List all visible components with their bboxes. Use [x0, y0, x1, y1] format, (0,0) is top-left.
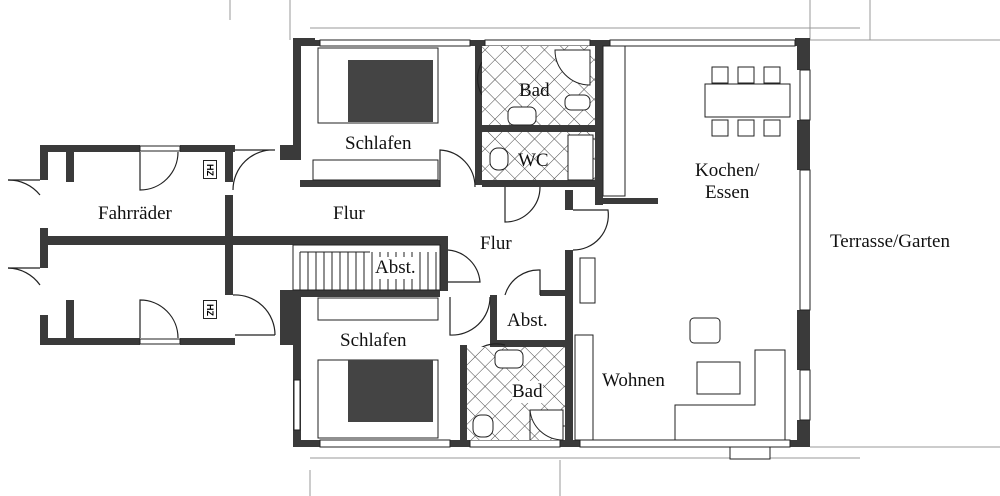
room-label-wohnen: Wohnen [602, 370, 665, 391]
room-label-abst-left: Abst. [375, 257, 416, 279]
fixtures [472, 45, 626, 441]
room-label-essen: Essen [705, 181, 750, 203]
room-label-schlafen-top: Schlafen [345, 133, 412, 154]
room-label-bad-bottom: Bad [512, 381, 543, 403]
room-label-flur-left: Flur [333, 203, 365, 224]
room-label-flur-center: Flur [480, 233, 512, 254]
stairs [292, 244, 441, 291]
windows [139, 39, 811, 460]
room-label-terrasse-garten: Terrasse/Garten [830, 231, 950, 252]
heating-marker-bottom: HZ [203, 300, 217, 319]
room-label-bad-top: Bad [519, 80, 550, 101]
room-label-schlafen-bottom: Schlafen [340, 330, 407, 351]
doors [7, 61, 609, 361]
room-label-kochen: Kochen/ [695, 160, 760, 181]
furniture [312, 47, 791, 441]
room-label-kochen-essen: Kochen/ Essen [695, 160, 759, 204]
room-label-fahrraeder: Fahrräder [98, 203, 172, 224]
room-label-wc: WC [518, 150, 549, 171]
room-label-abst-right: Abst. [507, 310, 548, 331]
heating-marker-top: HZ [203, 160, 217, 179]
